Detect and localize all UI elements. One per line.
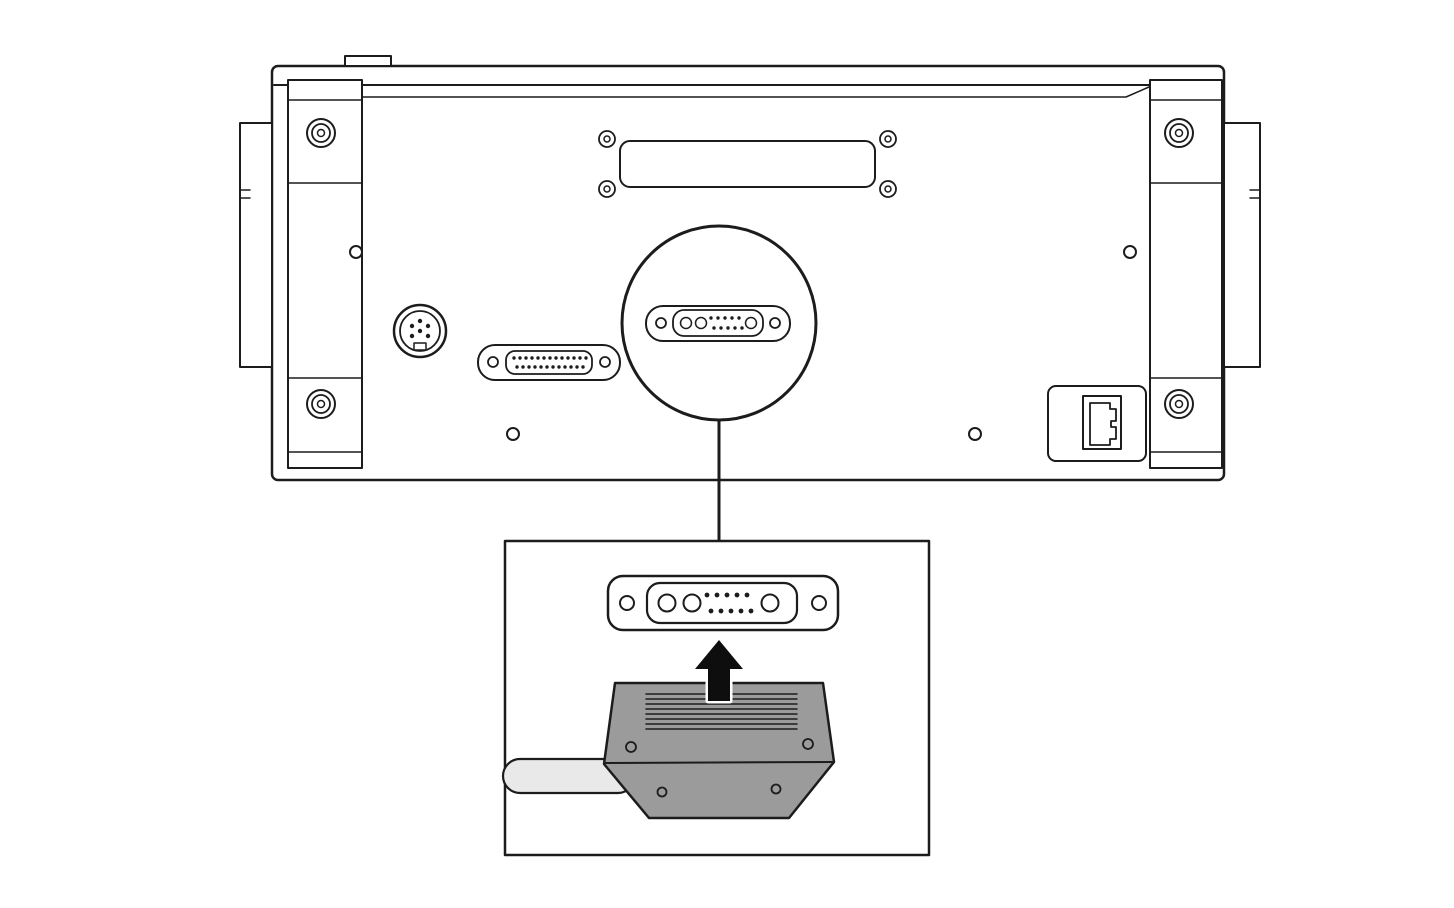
dsub-shell <box>505 350 593 375</box>
rack-ear-left <box>287 79 363 469</box>
video-connector-enlarged <box>606 574 840 632</box>
power-inlet-port <box>1047 385 1147 462</box>
dsub-25-connector <box>477 344 621 381</box>
hole <box>1123 245 1137 259</box>
screw-hole <box>811 595 827 611</box>
screw-hole <box>599 356 611 368</box>
coax-pin <box>760 593 780 613</box>
hood-screw <box>625 741 637 753</box>
side-tab-right <box>1223 122 1261 368</box>
connector-shell <box>645 581 799 625</box>
hood-screw <box>770 783 782 795</box>
round-din-connector <box>392 303 448 359</box>
connector-shell <box>672 309 764 337</box>
video-connector <box>645 305 791 342</box>
hood-screw <box>802 738 814 750</box>
inlet-shape <box>1089 402 1117 446</box>
screw <box>1164 389 1194 419</box>
screw-hole <box>619 595 635 611</box>
inner-seam <box>292 86 1150 98</box>
cable-connector <box>501 681 836 820</box>
coax-pin <box>694 316 708 330</box>
coax-pin <box>679 316 693 330</box>
coax-pin <box>657 593 677 613</box>
top-bump <box>344 55 392 67</box>
screw <box>306 118 336 148</box>
screw <box>879 180 897 198</box>
hole <box>506 427 520 441</box>
pin-dots <box>709 316 744 330</box>
screw-hole <box>487 356 499 368</box>
screw <box>598 180 616 198</box>
hole <box>968 427 982 441</box>
din-pins <box>409 318 431 339</box>
screw-hole <box>769 317 781 329</box>
panel-holes <box>349 245 1137 441</box>
screw <box>879 130 897 148</box>
device-rear-panel <box>239 55 1261 482</box>
side-tab-left <box>239 122 273 368</box>
pin-dots <box>512 356 588 369</box>
hood-crease <box>605 761 833 764</box>
pin-dots <box>704 592 754 614</box>
coax-pin <box>682 593 702 613</box>
screw <box>1164 118 1194 148</box>
callout <box>620 224 818 543</box>
din-keyway <box>413 342 427 351</box>
screw-hole <box>655 317 667 329</box>
rack-ear-right <box>1149 79 1223 469</box>
coax-pin <box>744 316 758 330</box>
hood-screw <box>656 786 668 798</box>
insert-arrow <box>692 637 746 704</box>
grip-ridges <box>645 693 798 730</box>
screw <box>306 389 336 419</box>
hole <box>349 245 363 259</box>
detail-box <box>501 539 931 857</box>
top-cover-plate <box>598 130 897 198</box>
screw <box>598 130 616 148</box>
